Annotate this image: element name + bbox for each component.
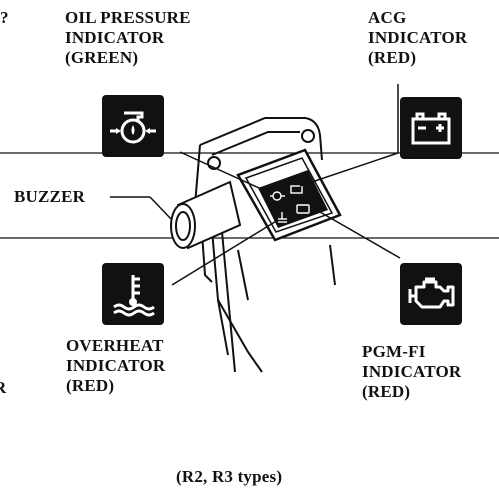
buzzer-cylinder (170, 180, 242, 250)
battery-icon (411, 112, 451, 145)
overheat-label-line-3: (RED) (66, 376, 115, 395)
buzzer-label: BUZZER (14, 187, 85, 207)
acg-label-line-3: (RED) (368, 48, 417, 67)
pgm-fi-icon-tile (400, 263, 462, 325)
overheat-icon-tile (102, 263, 164, 325)
oil-pressure-icon-tile (102, 95, 164, 157)
oil-pressure-label: OIL PRESSURE INDICATOR (GREEN) (65, 8, 191, 68)
panel-frame (236, 148, 342, 242)
edge-fragment-top: ? (0, 8, 10, 28)
overheat-label-line-2: INDICATOR (66, 356, 166, 375)
pgm-fi-label: PGM-FI INDICATOR (RED) (362, 342, 461, 402)
buzzer-label-text: BUZZER (14, 187, 86, 206)
figure-caption: (R2, R3 types) (176, 467, 282, 487)
oil-can-icon (110, 111, 156, 144)
acg-icon-tile (400, 97, 462, 159)
figure-caption-text: (R2, R3 types) (176, 467, 283, 486)
oil-pressure-label-line-2: INDICATOR (65, 28, 165, 47)
pgm-fi-label-line-3: (RED) (362, 382, 411, 401)
overheat-label-line-1: OVERHEAT (66, 336, 164, 355)
acg-label: ACG INDICATOR (RED) (368, 8, 467, 68)
bracket-housing (194, 117, 336, 373)
oil-pressure-label-line-3: (GREEN) (65, 48, 139, 67)
pgm-fi-label-line-2: INDICATOR (362, 362, 462, 381)
coolant-temperature-icon (113, 275, 155, 317)
acg-label-line-1: ACG (368, 8, 407, 27)
edge-fragment-bottom: R (0, 378, 8, 398)
leader-lines (110, 84, 401, 286)
acg-label-line-2: INDICATOR (368, 28, 468, 47)
oil-pressure-label-line-1: OIL PRESSURE (65, 8, 191, 27)
edge-fragment-top-text: ? (0, 8, 9, 27)
pgm-fi-label-line-1: PGM-FI (362, 342, 426, 361)
engine-icon (408, 277, 455, 309)
edge-fragment-bottom-text: R (0, 378, 7, 397)
overheat-label: OVERHEAT INDICATOR (RED) (66, 336, 165, 396)
